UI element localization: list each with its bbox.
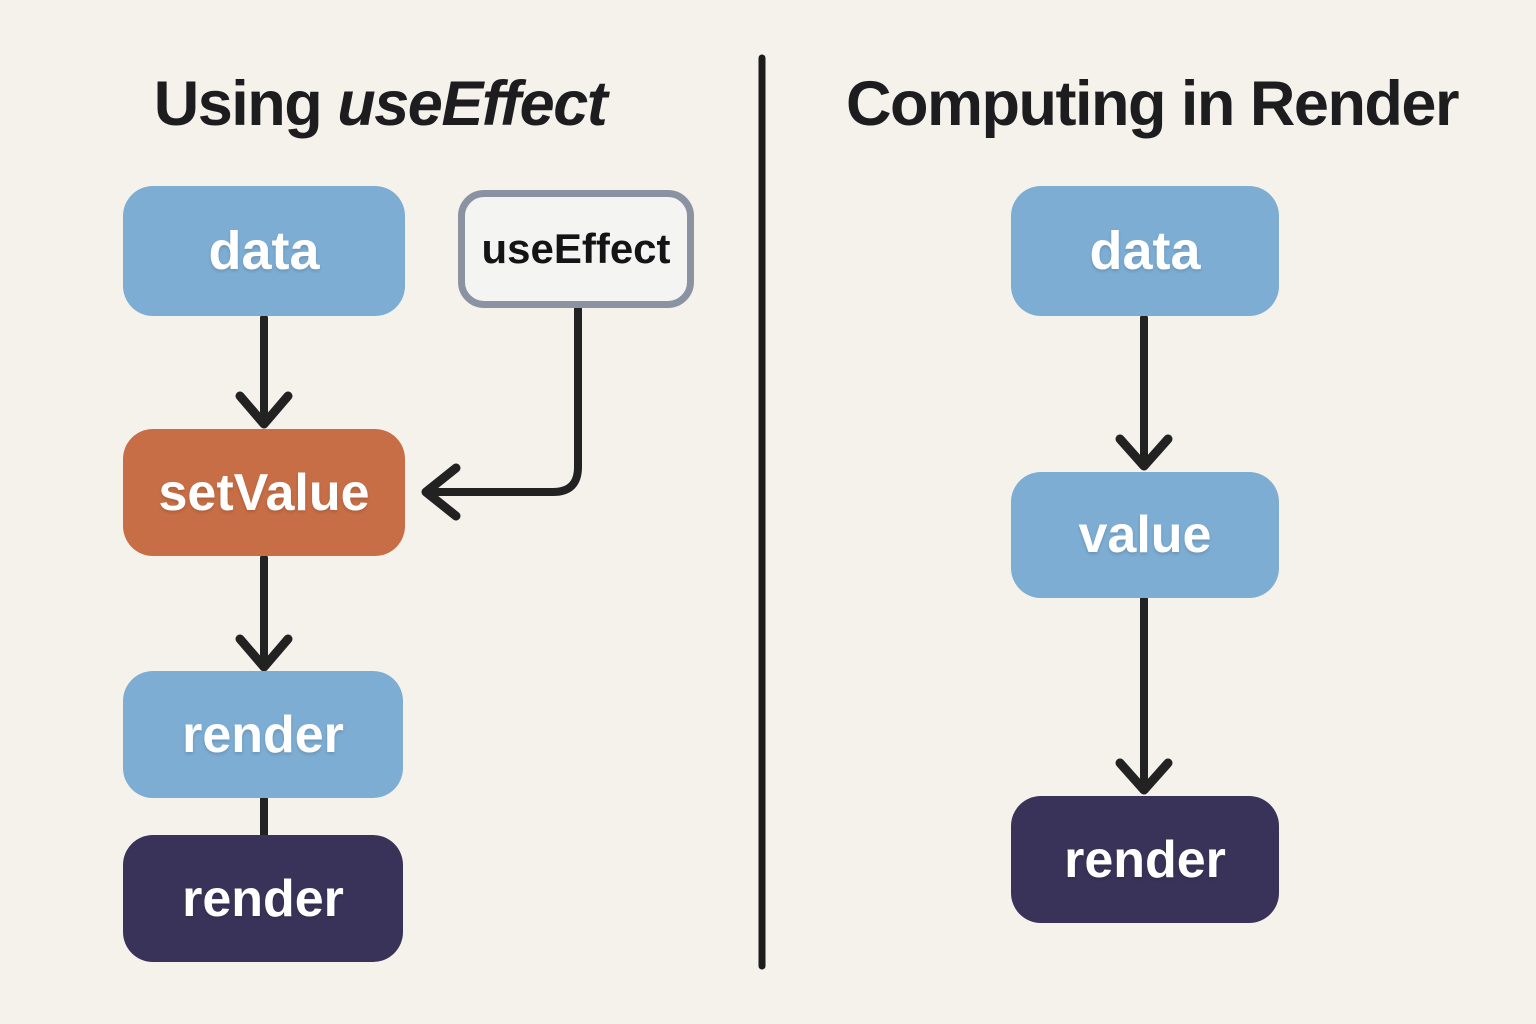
arrow-setvalue-to-render [235, 554, 293, 672]
node-setvalue-label: setValue [158, 463, 370, 522]
left-panel-title: Using useEffect [0, 68, 760, 140]
arrow-value-to-render [1115, 595, 1173, 795]
node-data-left-label: data [208, 221, 320, 281]
node-render-first: render [123, 671, 403, 798]
left-title-plain: Using [153, 69, 338, 139]
arrow-useeffect-to-setvalue [421, 305, 582, 521]
right-panel-title: Computing in Render [768, 68, 1536, 140]
node-render-first-label: render [182, 705, 344, 764]
node-useeffect-label: useEffect [481, 225, 671, 272]
node-value-label: value [1078, 506, 1212, 564]
node-render-right: render [1011, 796, 1279, 923]
node-render-right-label: render [1064, 830, 1226, 889]
node-render-second-label: render [182, 869, 344, 928]
node-data-right-label: data [1089, 221, 1201, 281]
right-title-text: Computing in Render [846, 69, 1459, 139]
left-title-italic: useEffect [337, 69, 607, 139]
node-useeffect: useEffect [458, 190, 694, 308]
node-data-right: data [1011, 186, 1279, 316]
arrow-data-to-setvalue [235, 314, 293, 429]
node-value: value [1011, 472, 1279, 598]
arrow-data-to-value [1115, 314, 1173, 471]
node-render-second: render [123, 835, 403, 962]
node-data-left: data [123, 186, 405, 316]
node-setvalue: setValue [123, 429, 405, 556]
